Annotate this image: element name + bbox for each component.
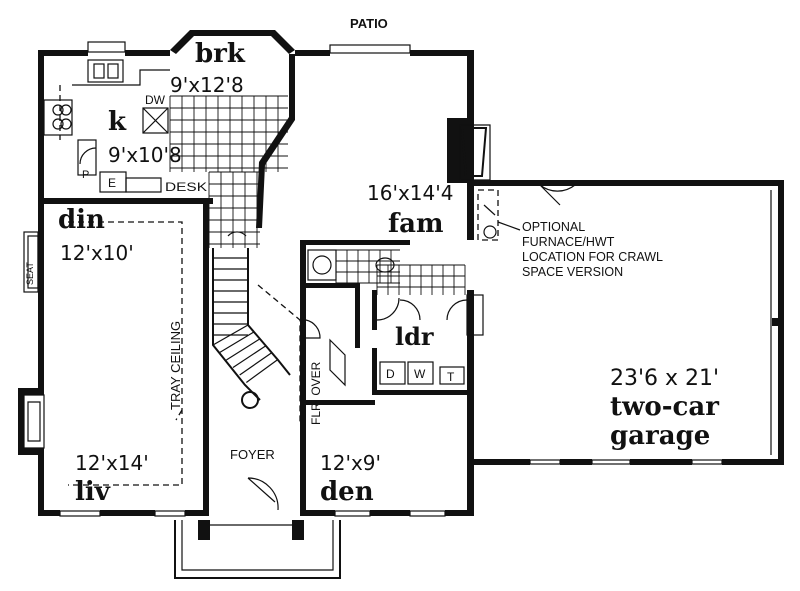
laundry-fixtures [307, 249, 465, 385]
living-room-dims: 12'x14' [75, 451, 149, 475]
garage-name-line2: garage [610, 421, 710, 451]
laundry-tile-grid [376, 264, 466, 295]
e-label: E [108, 176, 116, 190]
breakfast-room-dims: 9'x12'8 [170, 73, 244, 97]
kitchen-fixtures [43, 59, 170, 193]
pantry-label: P [82, 169, 89, 181]
note-leader-line [497, 221, 521, 231]
garage-walls [474, 180, 784, 465]
furnace-icon [477, 189, 499, 241]
staircase [212, 231, 291, 409]
optional-furnace-note: OPTIONAL FURNACE/HWT LOCATION FOR CRAWL … [522, 220, 663, 279]
breakfast-room-name: brk [195, 39, 246, 69]
seat-label: SEAT [25, 262, 35, 285]
doors [247, 294, 484, 511]
exterior-walls [38, 30, 474, 517]
optional-note-line3: LOCATION FOR CRAWL [522, 250, 663, 264]
tray-ceiling-label: TRAY CEILING [168, 321, 183, 410]
tray-ceiling-outline [68, 221, 183, 486]
kitchen-room-dims: 9'x10'8 [108, 143, 182, 167]
living-room-name: liv [75, 477, 111, 507]
garage-name-line1: two-car [610, 392, 719, 422]
hall-tile-grid [208, 171, 260, 248]
dining-room-name: din [58, 205, 105, 235]
patio-label: PATIO [350, 16, 388, 31]
entry-porch [174, 520, 341, 579]
dining-room-dims: 12'x10' [60, 241, 134, 265]
foyer-label: FOYER [230, 447, 275, 462]
desk-label: DESK [165, 180, 207, 194]
flr-over-outline [257, 284, 301, 425]
optional-note-line2: FURNACE/HWT [522, 235, 615, 249]
optional-note-line4: SPACE VERSION [522, 265, 623, 279]
laundry-room-name: ldr [395, 322, 434, 351]
family-room-name: fam [388, 209, 444, 239]
dryer-label: D [386, 367, 395, 381]
washer-label: W [414, 367, 426, 381]
kitchen-room-name: k [108, 107, 127, 137]
den-room-name: den [320, 477, 374, 507]
garage-dims: 23'6 x 21' [610, 366, 719, 391]
bath-tile-grid [335, 249, 400, 284]
t-label: T [447, 370, 455, 384]
breakfast-tile-grid [169, 95, 288, 172]
optional-note-line1: OPTIONAL [522, 220, 585, 234]
interior-walls [18, 54, 491, 516]
dishwasher-label: DW [145, 93, 166, 107]
flr-over-label: FLR. OVER [309, 361, 323, 425]
family-room-dims: 16'x14'4 [367, 181, 453, 205]
den-room-dims: 12'x9' [320, 451, 381, 475]
